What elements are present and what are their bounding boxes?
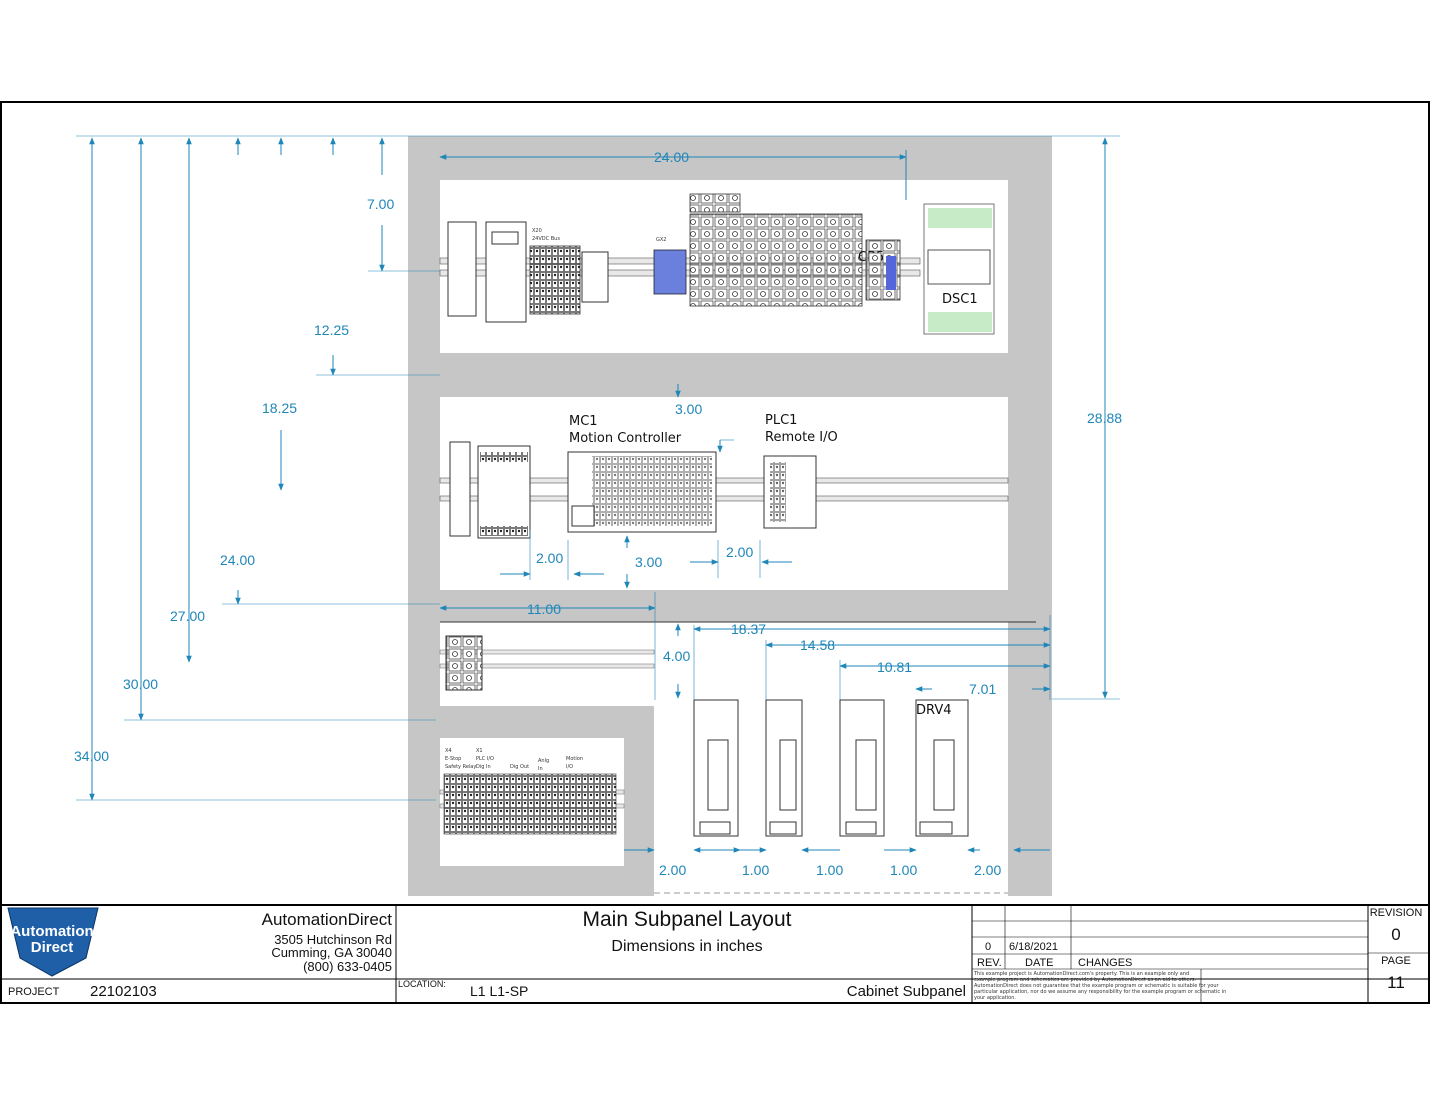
dim-18-37: 18.37 [731, 621, 766, 637]
dim-bottom-2: 1.00 [742, 862, 769, 878]
svg-text:Motion Controller: Motion Controller [569, 431, 682, 446]
relay-block-icon [445, 635, 483, 691]
svg-text:Motion: Motion [566, 756, 583, 762]
title-block: Automation Direct AutomationDirect 3505 … [1, 904, 1429, 1003]
svg-text:LOCATION:: LOCATION: [398, 979, 446, 989]
svg-text:PAGE: PAGE [1381, 955, 1411, 967]
company-name: AutomationDirect [262, 910, 393, 929]
svg-text:PLC I/O: PLC I/O [476, 756, 494, 762]
terminal-bus-icon [529, 245, 581, 315]
drawing-type: Cabinet Subpanel [847, 983, 966, 1000]
svg-text:DRV4: DRV4 [916, 703, 952, 718]
dim-7: 7.00 [367, 196, 394, 212]
dim-14-58: 14.58 [800, 637, 835, 653]
dim-18: 18.25 [262, 400, 297, 416]
svg-text:your application.: your application. [974, 995, 1016, 1001]
svg-text:example program and schematics: example program and schematics are provi… [974, 977, 1196, 983]
svg-text:Remote I/O: Remote I/O [765, 430, 838, 445]
svg-text:Dig In: Dig In [476, 764, 491, 770]
servo-drives: DRV4 [654, 699, 1008, 894]
dim-panel-width: 24.00 [654, 149, 689, 165]
drive-1-icon [693, 699, 739, 837]
svg-text:AutomationDirect does not guar: AutomationDirect does not guarantee that… [974, 983, 1220, 989]
svg-text:MC1: MC1 [569, 414, 598, 429]
svg-text:In: In [538, 766, 543, 772]
svg-text:3505 Hutchinson Rd: 3505 Hutchinson Rd [274, 932, 392, 947]
svg-text:(800) 633-0405: (800) 633-0405 [303, 959, 392, 974]
dimension-lines [76, 135, 1120, 853]
dimension-values: 24.00 28.88 7.00 12.25 18.25 24.00 27.00… [74, 149, 1122, 878]
dim-bottom-1: 2.00 [659, 862, 686, 878]
dim-bottom-4: 1.00 [890, 862, 917, 878]
svg-text:REV.: REV. [977, 957, 1002, 969]
svg-text:DSC1: DSC1 [942, 292, 978, 307]
svg-text:This example project is Automa: This example project is AutomationDirect… [973, 971, 1189, 977]
dim-gap-mid: 3.00 [635, 554, 662, 570]
drive-3-icon [839, 699, 885, 837]
svg-text:6/18/2021: 6/18/2021 [1009, 941, 1058, 953]
dim-11: 11.00 [527, 601, 561, 617]
drive-4-icon [915, 699, 969, 837]
dim-7-01: 7.01 [969, 681, 996, 697]
drawing-title: Main Subpanel Layout [583, 908, 792, 931]
dim-30: 30.00 [123, 676, 158, 692]
dim-4: 4.00 [663, 648, 690, 664]
svg-text:24VDC Bus: 24VDC Bus [532, 236, 560, 242]
page-number: 11 [1387, 973, 1405, 992]
location-value: L1 L1-SP [470, 983, 528, 999]
dim-24: 24.00 [220, 552, 255, 568]
circuit-breakers-icon [689, 213, 863, 307]
dim-gap-top: 3.00 [675, 401, 702, 417]
drive-2-icon [765, 699, 803, 837]
drawing-subtitle: Dimensions in inches [611, 938, 762, 955]
svg-text:Cumming, GA 30040: Cumming, GA 30040 [271, 945, 392, 960]
sheet-border [0, 101, 1430, 1004]
dim-27: 27.00 [170, 608, 205, 624]
row2-components: MC1 Motion Controller PLC1 Remote I/O [439, 413, 1009, 539]
dim-12: 12.25 [314, 322, 349, 338]
dim-10-81: 10.81 [877, 659, 912, 675]
revision-value: 0 [1391, 925, 1400, 944]
svg-text:GX2: GX2 [656, 237, 666, 243]
svg-text:Safety Relay: Safety Relay [445, 764, 476, 770]
svg-text:PROJECT: PROJECT [8, 986, 60, 998]
svg-text:X20: X20 [532, 228, 542, 234]
gx2-block-icon [653, 249, 687, 295]
dim-34: 34.00 [74, 748, 109, 764]
automationdirect-logo-icon: Automation Direct [7, 907, 99, 977]
svg-text:I/O: I/O [566, 764, 573, 770]
svg-text:Anlg: Anlg [538, 758, 549, 764]
svg-text:Direct: Direct [31, 939, 74, 956]
dim-panel-height: 28.88 [1087, 410, 1122, 426]
svg-text:DATE: DATE [1025, 957, 1054, 969]
row2-area [440, 397, 1008, 590]
svg-text:0: 0 [985, 941, 991, 953]
dim-gap-right: 2.00 [726, 544, 753, 560]
dim-bottom-3: 1.00 [816, 862, 843, 878]
row1-components: X20 24VDC Bus GX2 CB5 DSC1 [439, 193, 995, 335]
svg-text:particular application, nor do: particular application, nor do we assume… [974, 989, 1226, 995]
row3-components: X4 E-Stop Safety Relay X1 PLC I/O Dig In… [439, 635, 655, 835]
switch-icon [449, 441, 471, 537]
dim-bottom-5: 2.00 [974, 862, 1001, 878]
terminal-strip-icon [443, 773, 617, 835]
project-number: 22102103 [90, 983, 157, 1000]
svg-text:E-Stop: E-Stop [445, 756, 461, 762]
svg-text:X1: X1 [476, 748, 483, 754]
svg-text:REVISION: REVISION [1370, 907, 1423, 919]
svg-text:X4: X4 [445, 748, 452, 754]
svg-text:PLC1: PLC1 [765, 413, 797, 428]
dim-gap-left: 2.00 [536, 550, 563, 566]
power-supply-icon [447, 221, 477, 317]
svg-text:Automation: Automation [10, 923, 93, 940]
svg-text:Dig Out: Dig Out [510, 764, 529, 770]
svg-text:CHANGES: CHANGES [1078, 957, 1132, 969]
